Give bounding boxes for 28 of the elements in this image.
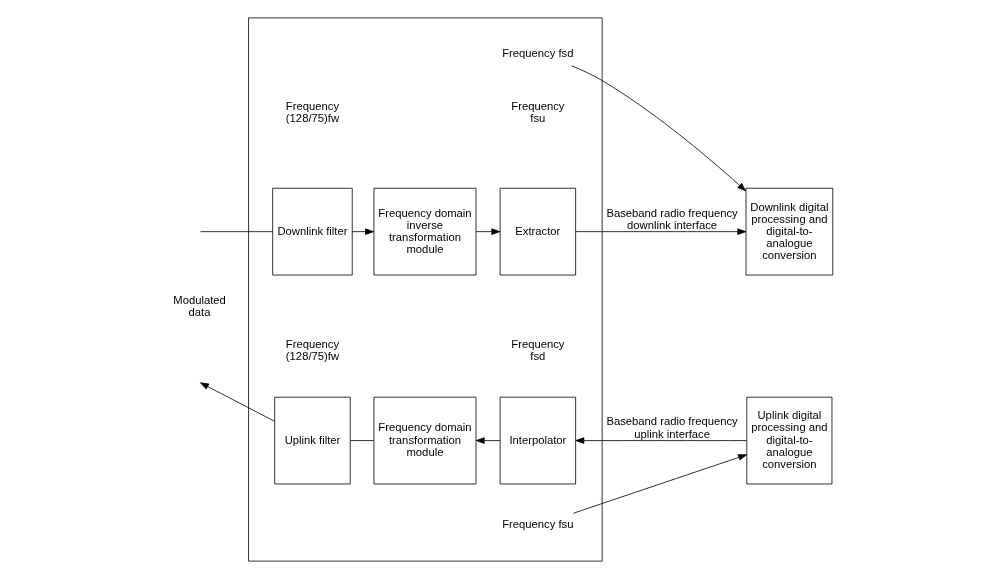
arrow — [475, 228, 501, 235]
node-box: Interpolator — [499, 396, 577, 485]
label: Frequency (128/75)fw — [285, 99, 340, 124]
arrow — [575, 437, 748, 444]
node-box: Frequency domain transformation module — [373, 396, 477, 485]
node-box: Extractor — [499, 187, 577, 276]
edge-label: Baseband radio frequency downlink interface — [606, 206, 738, 231]
cluster — [248, 17, 603, 562]
label: Frequency fsd — [511, 337, 565, 362]
node-text: Frequency fsu — [511, 99, 565, 124]
node-box: Downlink digital processing and digital-to-analogue conversion — [745, 187, 834, 276]
arrow — [475, 437, 501, 444]
node-box: Frequency domain inverse transformation module — [373, 187, 477, 276]
node-text: Frequency fsd — [502, 47, 574, 60]
connector — [350, 440, 374, 441]
label: Frequency fsu — [502, 517, 574, 530]
node-box: Uplink digital processing and digital-to-analogue conversion — [746, 396, 833, 485]
connector — [200, 231, 273, 233]
arrow — [200, 382, 276, 422]
arrow — [575, 228, 747, 235]
label: Modulated data — [173, 294, 226, 319]
edge-label: Baseband radio frequency uplink interface — [606, 415, 738, 440]
node-box: Downlink filter — [272, 187, 353, 276]
arrow — [573, 454, 748, 514]
arrow — [351, 228, 374, 235]
label: Frequency (128/75)fw — [285, 337, 340, 362]
arrow — [571, 65, 747, 192]
node-box: Uplink filter — [274, 396, 351, 485]
